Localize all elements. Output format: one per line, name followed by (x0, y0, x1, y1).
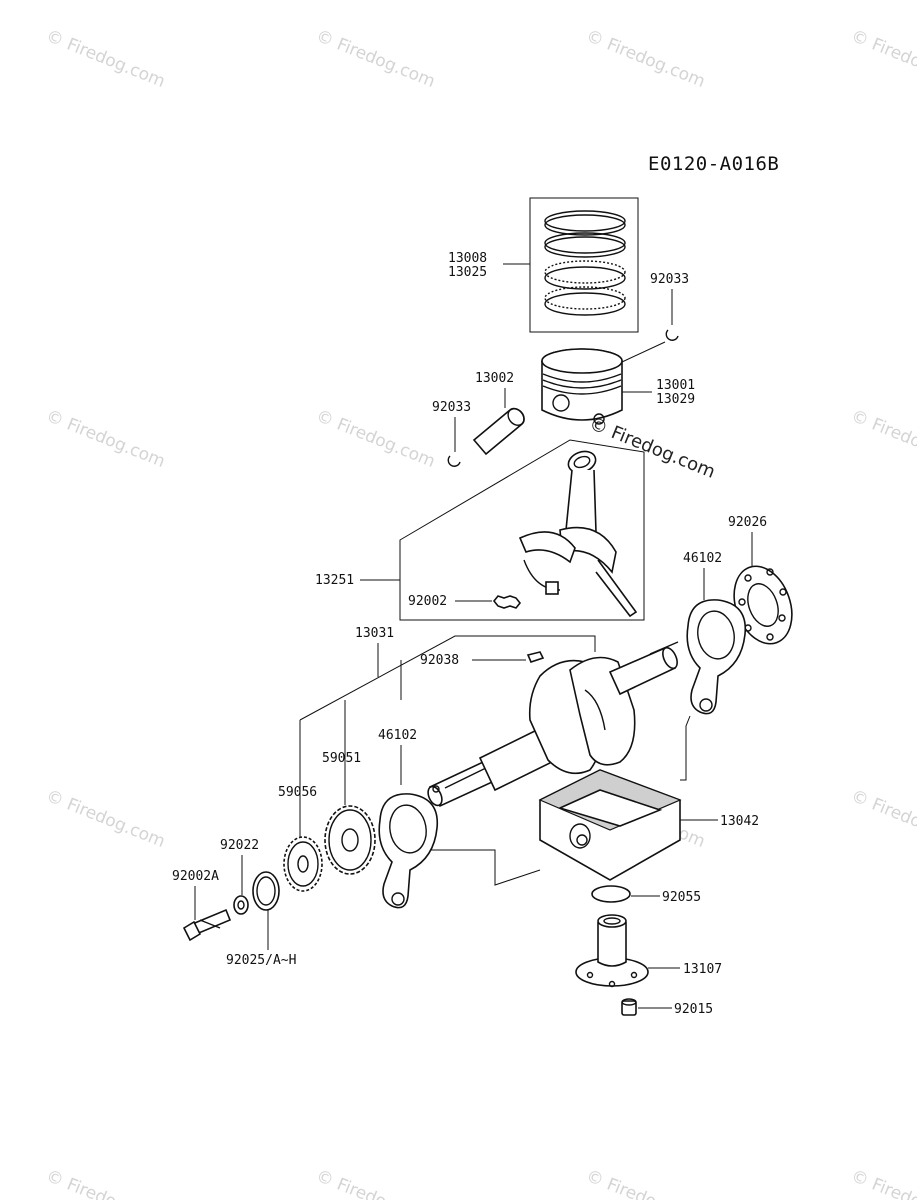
gear-large (324, 805, 376, 875)
part-number-label: 13002 (475, 371, 514, 386)
part-number-label: 13107 (683, 962, 722, 977)
watermark: © Firedog.com (848, 406, 917, 472)
piston-ring-groove (542, 373, 622, 383)
oil-dipper (595, 559, 638, 618)
oil-ring-upper (544, 260, 626, 284)
guide-line (430, 849, 541, 886)
rod-beam (565, 469, 597, 533)
part-number-label: 13251 (315, 573, 354, 588)
leader-line (621, 341, 666, 363)
watermark: © Firedog.com (583, 1166, 708, 1200)
part-number-label: 92033 (432, 400, 471, 415)
ring-second (544, 232, 626, 254)
part-number-label: 92022 (220, 838, 259, 853)
watermark: © Firedog.com (43, 786, 168, 852)
part-number-label: 59051 (322, 751, 361, 766)
ring-second-inner (544, 236, 626, 258)
fastener-group: 92022 92002A 92025/A~H (172, 838, 296, 968)
gear-small (283, 836, 323, 892)
part-number-label: 92055 (662, 890, 701, 905)
connecting-rod-group: 13251 92002 (315, 439, 645, 621)
part-number-label: 46102 (378, 728, 417, 743)
rod-cap (518, 531, 576, 564)
holder-shaft (597, 922, 627, 967)
plate-right-group: 92026 46102 (683, 515, 793, 715)
plate-right (686, 599, 747, 715)
ring-top-inner (544, 214, 626, 236)
watermark: © Firedog.com (848, 1166, 917, 1200)
crankshaft-box (299, 635, 596, 721)
oil-ring-upper-rail (544, 266, 626, 290)
plug-group: 92015 (621, 998, 713, 1017)
watermark: © Firedog.com (313, 1166, 438, 1200)
watermark: © Firedog.com (313, 26, 438, 92)
plate-left-group: 46102 (378, 660, 440, 909)
o-ring (591, 885, 631, 903)
diagram-code: E0120-A016B (648, 153, 779, 175)
watermark: © Firedog.com (43, 26, 168, 92)
pin-boss (552, 394, 570, 412)
circlip-left-group: 92033 (432, 400, 471, 467)
watermark: © Firedog.com (43, 406, 168, 472)
washer-small (233, 895, 249, 915)
part-number-label: 13025 (448, 265, 487, 280)
part-number-label: 92002 (408, 594, 447, 609)
part-number-label: 59056 (278, 785, 317, 800)
ring-top (544, 210, 626, 232)
part-number-label: 46102 (683, 551, 722, 566)
circlip-icon (447, 455, 461, 467)
piston-pin (472, 407, 525, 456)
key-icon (526, 651, 545, 663)
watermark: © Firedog.com (313, 406, 438, 472)
watermark: © Firedog.com (848, 786, 917, 852)
piston-group: 13001 13029 (541, 348, 695, 425)
center-watermark: © Firedog.com (586, 413, 718, 483)
rod-bolt-icon (492, 595, 522, 609)
shaft-holder-group: 13107 (575, 914, 722, 988)
plug-icon (621, 1000, 637, 1016)
piston-ring-set-group: 13008 13025 (448, 197, 639, 333)
part-number-label: 13031 (355, 626, 394, 641)
oil-ring-lower (544, 286, 626, 310)
o-ring-group: 92055 (591, 885, 701, 905)
plate-left (378, 793, 439, 909)
part-number-label: 13001 (656, 378, 695, 393)
piston-body (541, 361, 623, 421)
oil-ring-lower-rail (544, 292, 626, 316)
part-number-label: 92033 (650, 272, 689, 287)
part-number-label: 92015 (674, 1002, 713, 1017)
pin-hole (593, 413, 605, 425)
part-number-label: 92026 (728, 515, 767, 530)
piston-pin-group: 13002 (472, 371, 525, 456)
part-number-label: 92038 (420, 653, 459, 668)
piston-ring-box (529, 197, 639, 333)
watermark: © Firedog.com (848, 26, 917, 92)
part-number-label: 13042 (720, 814, 759, 829)
circlip-icon (665, 329, 679, 341)
part-number-label: 92002A (172, 869, 219, 884)
circlip-top-group: 92033 (621, 272, 689, 363)
gears-group: 59051 59056 (278, 700, 376, 892)
part-number-label: 13008 (448, 251, 487, 266)
part-number-label: 92025/A~H (226, 953, 296, 968)
part-number-label: 13029 (656, 392, 695, 407)
watermark: © Firedog.com (43, 1166, 168, 1200)
crankshaft-group: 13031 92038 (299, 626, 679, 808)
watermark: © Firedog.com (583, 26, 708, 92)
balancer-weight-group: 13042 (430, 715, 759, 886)
conrod-box (399, 439, 645, 621)
